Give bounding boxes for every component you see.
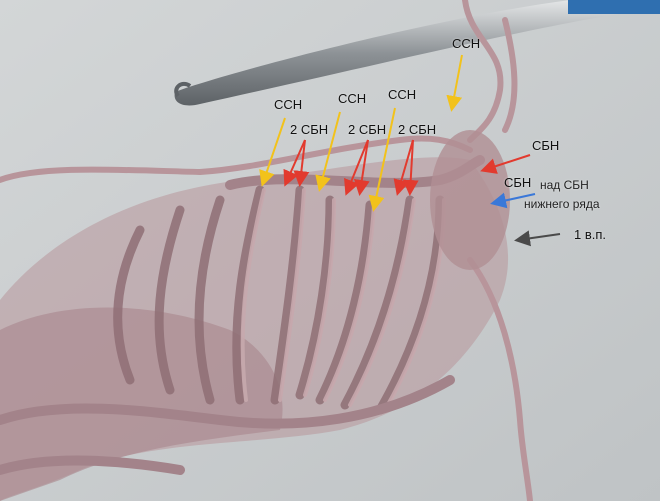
arrow-2sbn-3b (402, 139, 419, 196)
arrow-2sbn-2a (344, 139, 369, 196)
label-sbn-over-a: СБН (504, 175, 532, 190)
label-ssn-3: ССН (388, 87, 417, 102)
arrow-2sbn-3a (393, 139, 414, 196)
arrow-ssn-1 (259, 117, 286, 187)
label-ssn-top: ССН (452, 36, 481, 51)
label-ssn-2: ССН (338, 91, 367, 106)
label-ssn-1: ССН (274, 97, 303, 112)
arrow-sbn-over (490, 192, 536, 209)
arrow-2sbn-2b (353, 139, 370, 196)
label-one-vp: 1 в.п. (574, 227, 607, 242)
arrow-2sbn-1b (293, 139, 310, 187)
label-2sbn-1: 2 СБН (290, 122, 329, 137)
label-2sbn-2: 2 СБН (348, 122, 387, 137)
label-sbn-over-c: нижнего ряда (524, 197, 600, 211)
arrow-sbn (480, 154, 531, 174)
arrow-2sbn-1a (283, 139, 306, 187)
label-sbn-over-b: над СБН (540, 178, 589, 192)
annotation-arrows (259, 54, 561, 247)
arrow-1vp (514, 230, 561, 247)
arrow-ssn-top (446, 54, 463, 112)
arrow-ssn-3 (368, 107, 396, 212)
label-2sbn-3: 2 СБН (398, 122, 437, 137)
arrow-ssn-2 (315, 111, 341, 192)
crochet-hook (174, 0, 660, 106)
hook-handle (568, 0, 660, 14)
label-sbn: СБН (532, 138, 560, 153)
